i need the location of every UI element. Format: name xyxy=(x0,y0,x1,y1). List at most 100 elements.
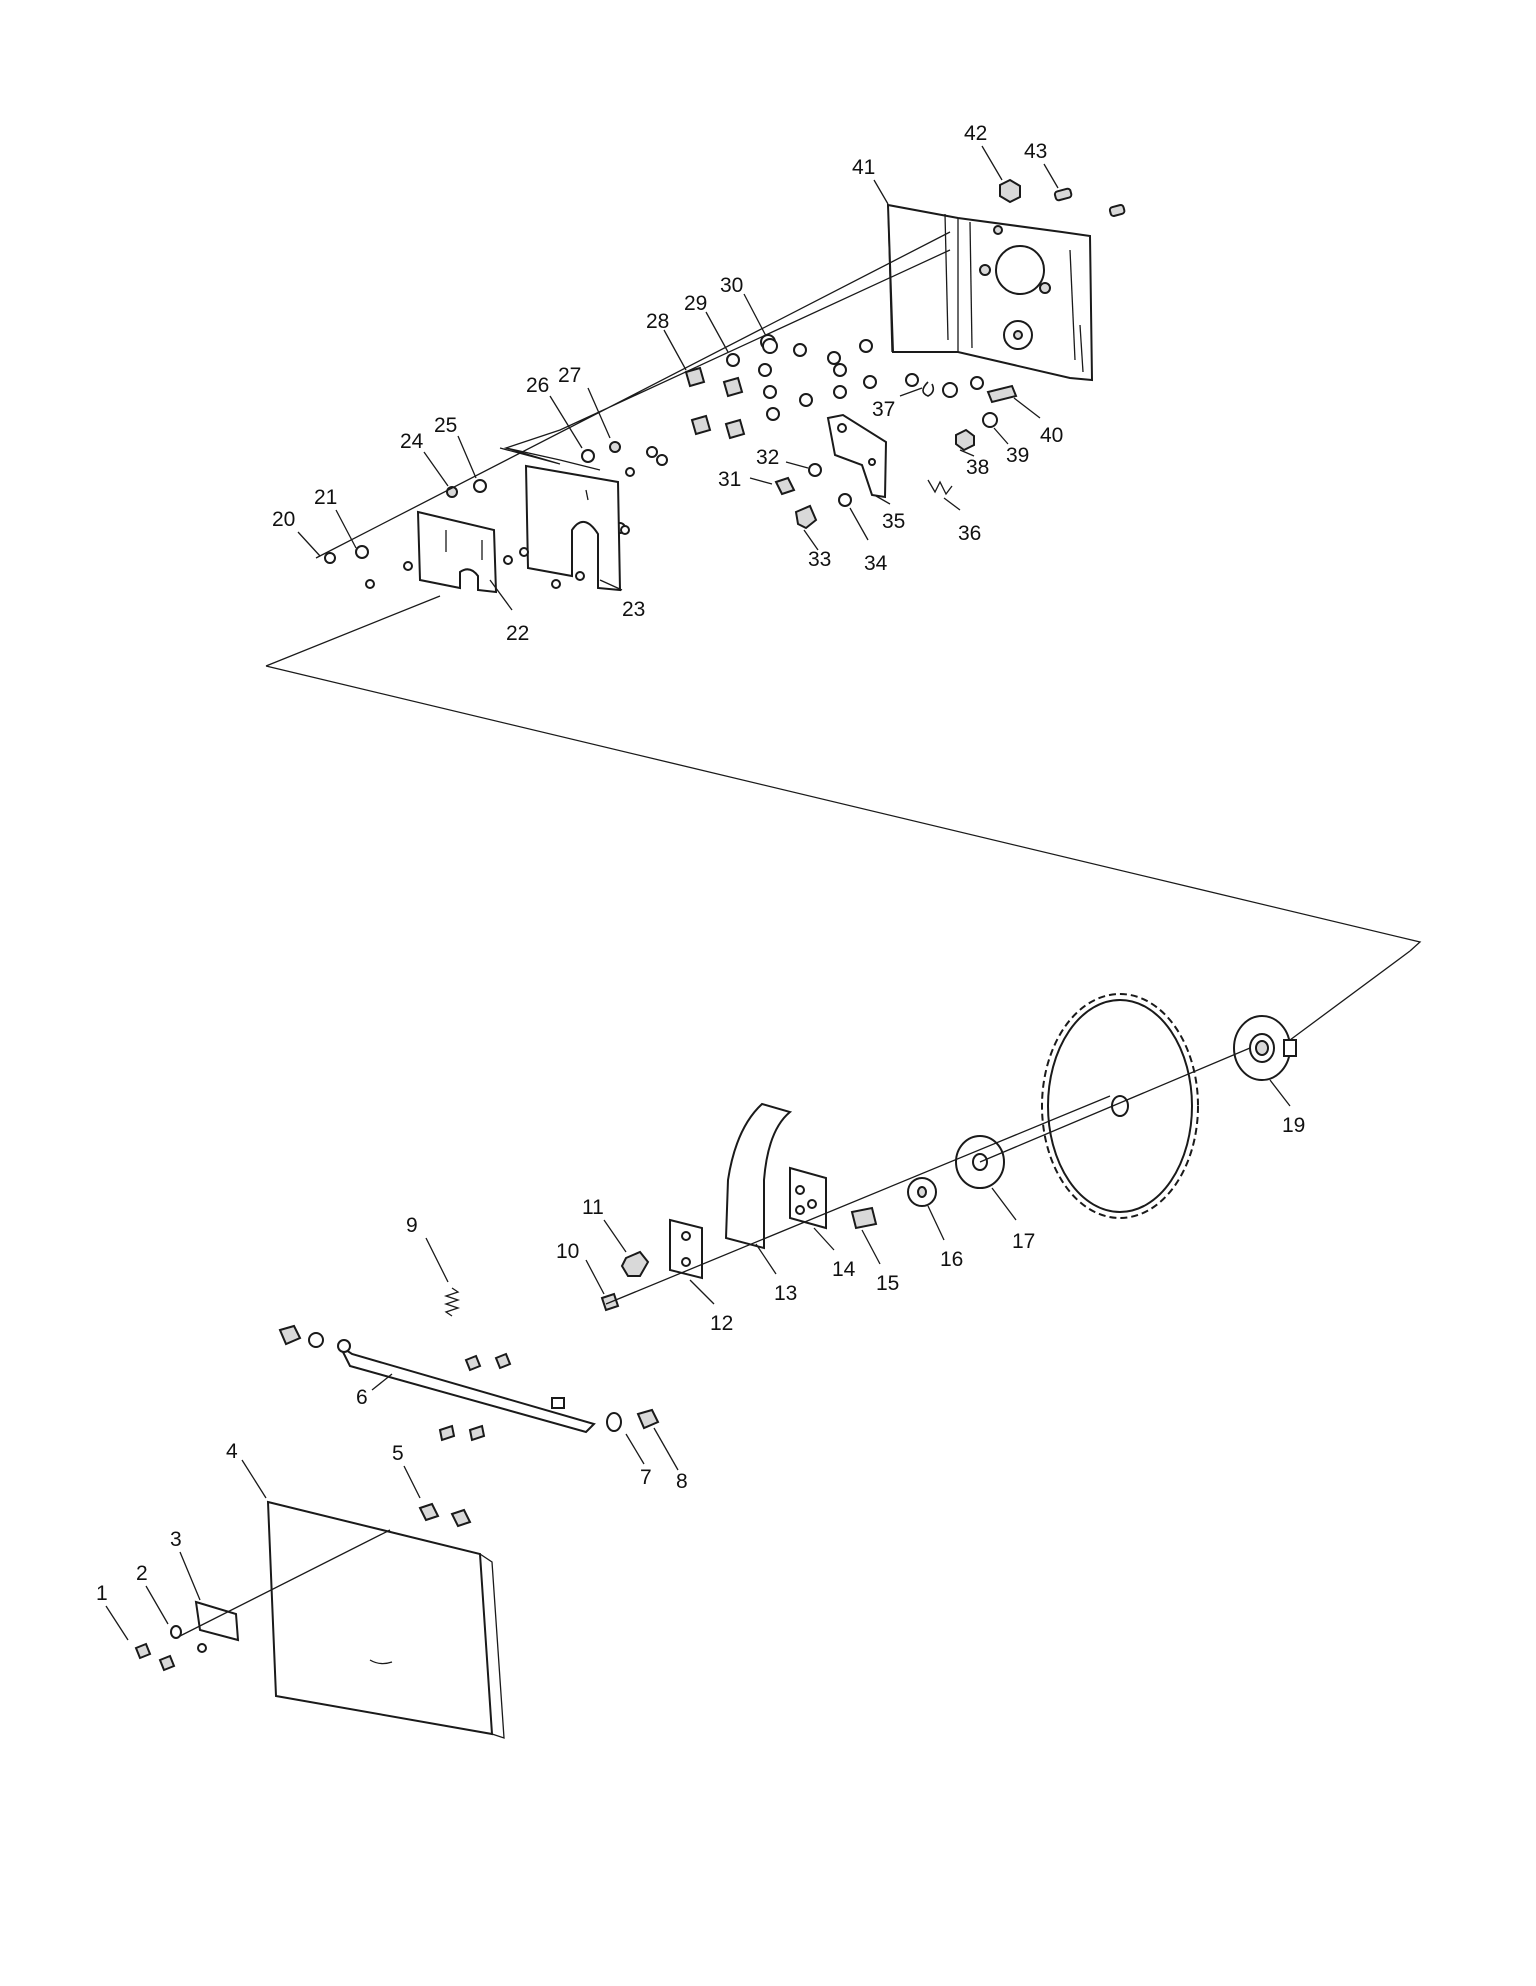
callout-26: 26 xyxy=(526,374,583,449)
hole-d xyxy=(575,571,585,581)
svg-text:3: 3 xyxy=(170,1528,182,1551)
svg-text:13: 13 xyxy=(774,1282,797,1305)
svg-text:14: 14 xyxy=(832,1258,856,1281)
svg-text:2: 2 xyxy=(136,1562,148,1585)
callout-1: 1 xyxy=(96,1582,129,1641)
callout-6: 6 xyxy=(356,1373,393,1409)
screw-20b xyxy=(365,579,375,589)
part-36-spring-clip xyxy=(927,479,953,496)
assembly-axis-line xyxy=(315,231,951,559)
part-9-spring xyxy=(443,1287,461,1317)
svg-text:8: 8 xyxy=(676,1470,688,1493)
part-6-riving-bar xyxy=(337,1343,596,1434)
lower-axis-line xyxy=(605,1047,1251,1305)
svg-text:19: 19 xyxy=(1282,1114,1305,1137)
part-22-plate xyxy=(416,510,498,594)
svg-text:39: 39 xyxy=(1006,444,1029,467)
svg-text:10: 10 xyxy=(556,1240,579,1263)
svg-text:15: 15 xyxy=(876,1272,899,1295)
washer-6b xyxy=(308,1332,324,1348)
hole-a xyxy=(503,555,513,565)
plate-outline xyxy=(505,447,601,471)
part-1-screw xyxy=(134,1642,152,1660)
part-13-guard-plate xyxy=(724,1102,793,1250)
callout-2: 2 xyxy=(136,1562,169,1625)
lower-assembly xyxy=(134,993,1297,1739)
callout-23: 23 xyxy=(599,579,645,621)
svg-text:12: 12 xyxy=(710,1312,733,1335)
part-8-nut xyxy=(636,1408,660,1430)
svg-text:26: 26 xyxy=(526,374,549,397)
callout-36: 36 xyxy=(943,497,981,545)
callout-35: 35 xyxy=(875,495,905,533)
callout-30: 30 xyxy=(720,274,767,337)
part-21-washer xyxy=(355,545,369,559)
hole-e xyxy=(620,525,630,535)
screw-6f xyxy=(438,1424,456,1442)
part-27-nut xyxy=(609,441,621,453)
callout-32: 32 xyxy=(756,446,809,469)
callout-19: 19 xyxy=(1269,1079,1305,1137)
part-42-nut xyxy=(999,178,1021,204)
svg-text:5: 5 xyxy=(392,1442,404,1465)
callout-12: 12 xyxy=(689,1279,733,1335)
svg-text:38: 38 xyxy=(966,456,989,479)
callout-4: 4 xyxy=(226,1440,267,1499)
callout-31: 31 xyxy=(718,468,773,491)
callout-37: 37 xyxy=(872,387,923,421)
part-32-washer xyxy=(808,463,822,477)
svg-text:29: 29 xyxy=(684,292,707,315)
svg-text:35: 35 xyxy=(882,510,905,533)
svg-text:33: 33 xyxy=(808,548,831,571)
callout-24: 24 xyxy=(400,430,449,487)
svg-text:16: 16 xyxy=(940,1248,963,1271)
part-2-washer xyxy=(170,1625,182,1639)
part-35-bracket xyxy=(826,413,888,499)
screw-6g xyxy=(468,1424,486,1442)
part-20-screw xyxy=(324,552,336,564)
svg-text:27: 27 xyxy=(558,364,581,387)
svg-text:1: 1 xyxy=(96,1582,108,1605)
nut-5b xyxy=(450,1508,472,1528)
part-38-nut xyxy=(955,428,975,452)
svg-text:22: 22 xyxy=(506,622,529,645)
washer-2b xyxy=(197,1643,207,1653)
svg-text:11: 11 xyxy=(582,1196,604,1219)
washers-and-nuts-grid xyxy=(614,334,984,534)
part-28-bolts xyxy=(684,366,746,440)
callout-27: 27 xyxy=(558,364,611,439)
part-14-plate xyxy=(789,1166,827,1230)
part-26-washer xyxy=(581,449,595,463)
callout-14: 14 xyxy=(813,1227,856,1281)
svg-text:36: 36 xyxy=(958,522,981,545)
callout-34: 34 xyxy=(849,507,888,575)
part-39-washer xyxy=(982,412,998,428)
callout-7: 7 xyxy=(625,1433,652,1489)
svg-text:31: 31 xyxy=(718,468,741,491)
part-7-washer xyxy=(606,1412,622,1432)
callout-39: 39 xyxy=(993,427,1029,467)
washer-6c xyxy=(337,1339,351,1353)
callout-42: 42 xyxy=(964,122,1003,181)
callout-15: 15 xyxy=(861,1229,899,1295)
part-11-nut xyxy=(620,1250,650,1277)
part-4-guard-board xyxy=(266,1500,505,1739)
part-43-pin xyxy=(1053,187,1126,217)
callout-13: 13 xyxy=(755,1243,797,1305)
callout-22: 22 xyxy=(489,579,529,645)
lower-axis-line-2 xyxy=(179,1529,391,1637)
svg-text:25: 25 xyxy=(434,414,457,437)
svg-text:41: 41 xyxy=(852,156,875,179)
hole-b xyxy=(519,547,529,557)
part-29-washer xyxy=(726,353,740,367)
nut-6d xyxy=(464,1354,482,1372)
svg-text:6: 6 xyxy=(356,1386,368,1409)
callout-16: 16 xyxy=(927,1205,963,1271)
part-23-plate xyxy=(524,464,622,592)
washer-16-hole xyxy=(917,1186,927,1198)
callout-9: 9 xyxy=(406,1214,449,1283)
svg-text:7: 7 xyxy=(640,1466,652,1489)
callout-28: 28 xyxy=(646,310,687,371)
svg-text:21: 21 xyxy=(314,486,337,509)
